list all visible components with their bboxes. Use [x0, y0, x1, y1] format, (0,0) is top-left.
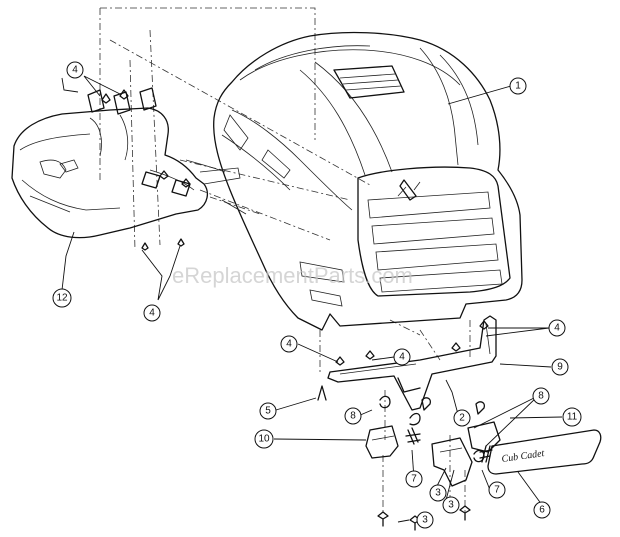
- callout-4d[interactable]: 4: [393, 348, 411, 366]
- nameplate-logo-text: Cub Cadet: [501, 448, 545, 465]
- callout-3c-label: 3: [422, 515, 428, 526]
- callout-4a-label: 4: [72, 65, 78, 76]
- callout-6-label: 6: [539, 505, 545, 516]
- callout-1-label: 1: [515, 81, 521, 92]
- callout-4c[interactable]: 4: [280, 335, 298, 353]
- callout-5[interactable]: 5: [259, 402, 277, 420]
- callout-7b[interactable]: 7: [488, 481, 506, 499]
- callout-10-label: 10: [258, 434, 270, 445]
- callout-4b[interactable]: 4: [143, 304, 161, 322]
- callout-12-label: 12: [56, 293, 68, 304]
- watermark: eReplacementParts.com: [172, 263, 413, 288]
- callout-8b-label: 8: [538, 391, 544, 402]
- callout-9[interactable]: 9: [551, 358, 569, 376]
- callout-3c[interactable]: 3: [416, 511, 434, 529]
- callout-11-label: 11: [567, 412, 578, 423]
- callout-3a-label: 3: [435, 488, 441, 499]
- callout-3b[interactable]: 3: [442, 496, 460, 514]
- callout-5-label: 5: [265, 406, 271, 417]
- callout-2[interactable]: 2: [453, 409, 471, 427]
- callout-7a[interactable]: 7: [405, 470, 423, 488]
- callout-3b-label: 3: [448, 500, 454, 511]
- callout-4d-label: 4: [399, 352, 405, 363]
- callout-9-label: 9: [557, 362, 563, 373]
- callout-8a-label: 8: [350, 411, 356, 422]
- callout-4c-label: 4: [286, 339, 292, 350]
- callout-3a[interactable]: 3: [429, 484, 447, 502]
- callout-7a-label: 7: [411, 474, 417, 485]
- callout-2-label: 2: [459, 413, 465, 424]
- pivot-assembly[interactable]: [317, 385, 501, 487]
- callout-11[interactable]: 11: [562, 407, 582, 427]
- callout-8a[interactable]: 8: [344, 407, 362, 425]
- callout-6[interactable]: 6: [533, 501, 551, 519]
- callout-4e[interactable]: 4: [548, 319, 566, 337]
- hood-bracket[interactable]: [327, 315, 497, 411]
- callout-4b-label: 4: [149, 308, 155, 319]
- leader-lines: [61, 75, 563, 523]
- hood[interactable]: [213, 31, 523, 331]
- callout-4a[interactable]: 4: [66, 61, 84, 79]
- callout-10[interactable]: 10: [254, 429, 274, 449]
- assembly-lines: [99, 7, 471, 520]
- callout-7b-label: 7: [494, 485, 500, 496]
- callout-1[interactable]: 1: [509, 77, 527, 95]
- fasteners[interactable]: [101, 89, 489, 531]
- callout-12[interactable]: 12: [52, 288, 72, 308]
- dash-panel[interactable]: [11, 87, 247, 239]
- callout-4e-label: 4: [554, 323, 560, 334]
- callout-8b[interactable]: 8: [532, 387, 550, 405]
- nameplate[interactable]: Cub Cadet: [487, 429, 602, 475]
